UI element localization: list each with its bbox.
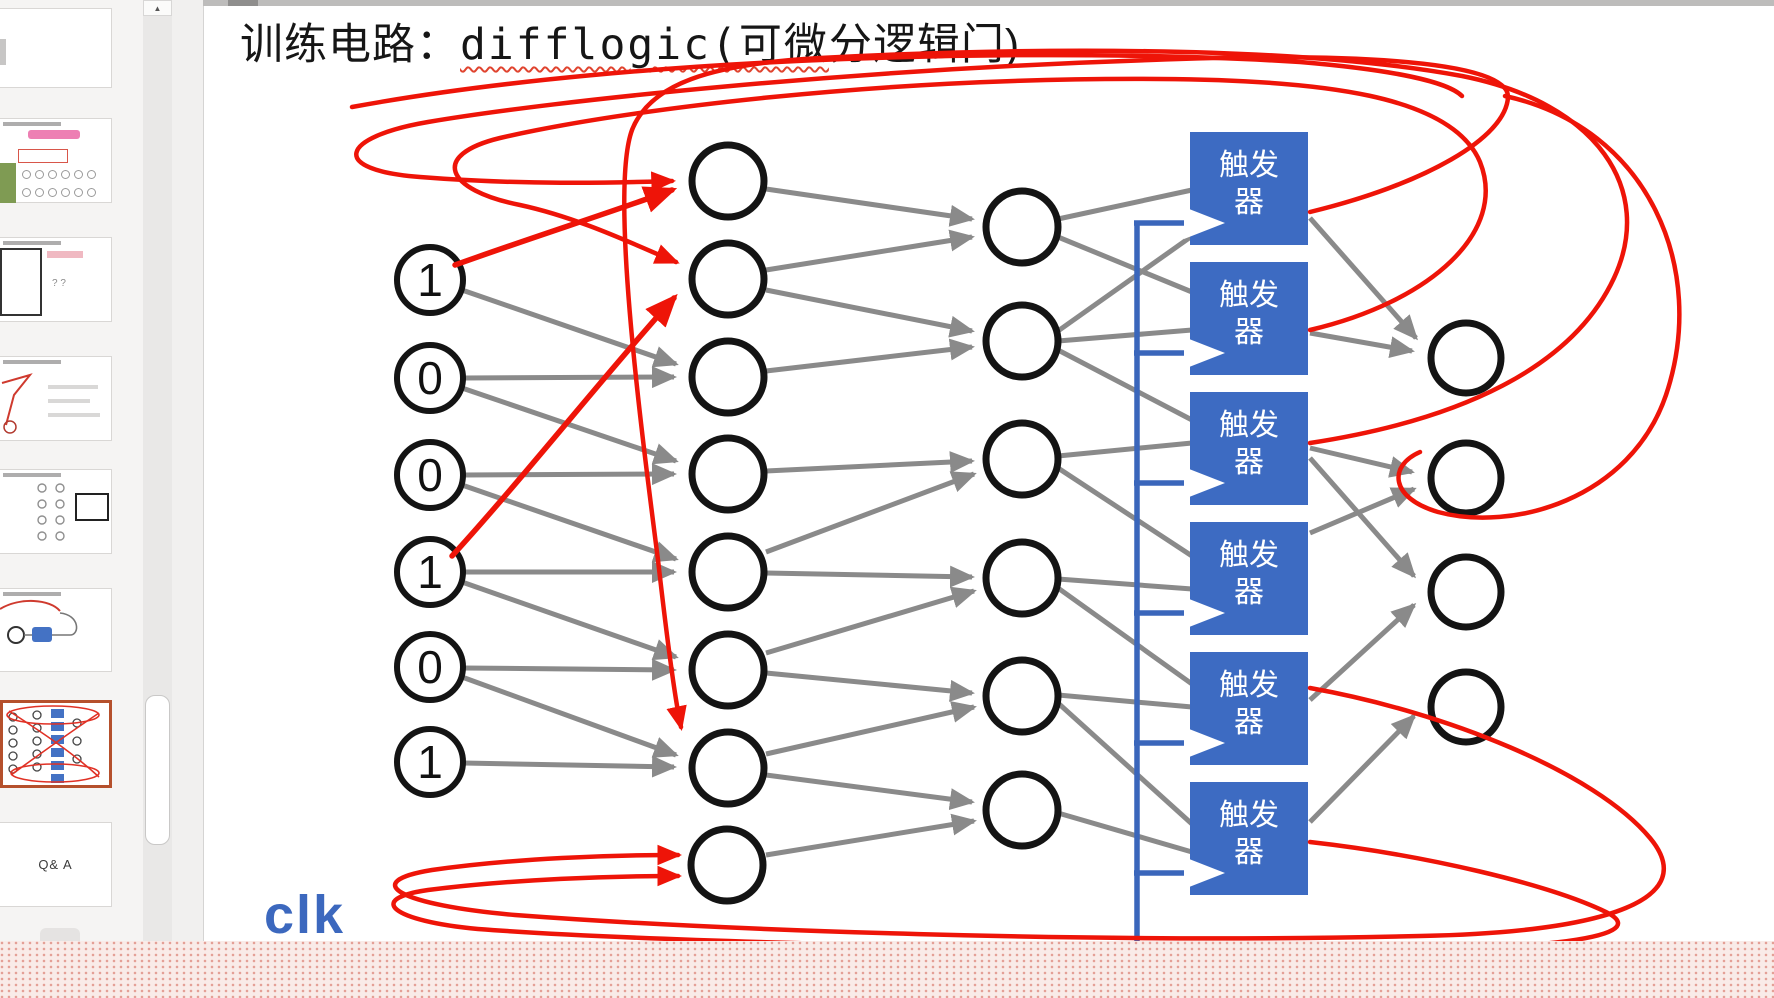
thumbnail-art [37,483,109,541]
thumbnail-art [47,251,83,258]
thumbnail-art [1,373,100,434]
clk-label: clk [264,885,346,945]
slide-thumbnail-4[interactable] [0,356,112,441]
thumbnail-caption [3,122,61,126]
slide-canvas [203,6,1774,998]
slide-thumbnail-8-qa[interactable]: Q& A [0,822,112,907]
slide-thumbnail-5[interactable] [0,469,112,554]
slide-thumbnail-1[interactable] [0,8,112,88]
slide-thumbnail-2[interactable] [0,118,112,203]
thumbnail-art: ? ? [52,278,66,289]
thumbnail-art [0,248,42,316]
slide-title: 训练电路：difflogic(可微分逻辑门) [240,10,1020,72]
title-rest: 分逻辑门) [828,21,1021,69]
slide-thumbnail-7-selected[interactable] [0,700,112,788]
qa-slide-label: Q& A [38,857,73,872]
slide-top-edge [203,0,1774,6]
thumbnail-art [20,167,108,203]
thumbnail-caption [3,241,61,245]
slide-thumbnail-panel: ? ? [0,0,143,998]
scroll-up-arrow-icon[interactable]: ▲ [143,0,172,16]
partial-thumbnail-edge [40,928,80,941]
thumbnail-art [28,130,80,139]
bottom-dotted-banner [0,941,1774,998]
thumbnail-caption [3,360,61,364]
thumbnail-art [18,149,68,163]
slide-thumbnail-6[interactable] [0,588,112,672]
thumbnail-caption [3,473,61,477]
title-keyword-underlined: difflogic(可微 [460,20,829,70]
thumbnail-art [0,39,6,65]
thumbnail-art [6,705,100,783]
thumbnail-scrollbar-track[interactable] [143,0,172,998]
title-prefix: 训练电路： [240,21,460,69]
thumbnail-art [0,599,78,644]
thumbnail-art [0,163,16,203]
thumbnail-caption [3,592,61,596]
thumbnail-scrollbar-thumb[interactable] [145,695,170,845]
slide-top-edge-mark [228,0,258,9]
panel-gap [172,0,203,998]
slide-thumbnail-3[interactable]: ? ? [0,237,112,322]
